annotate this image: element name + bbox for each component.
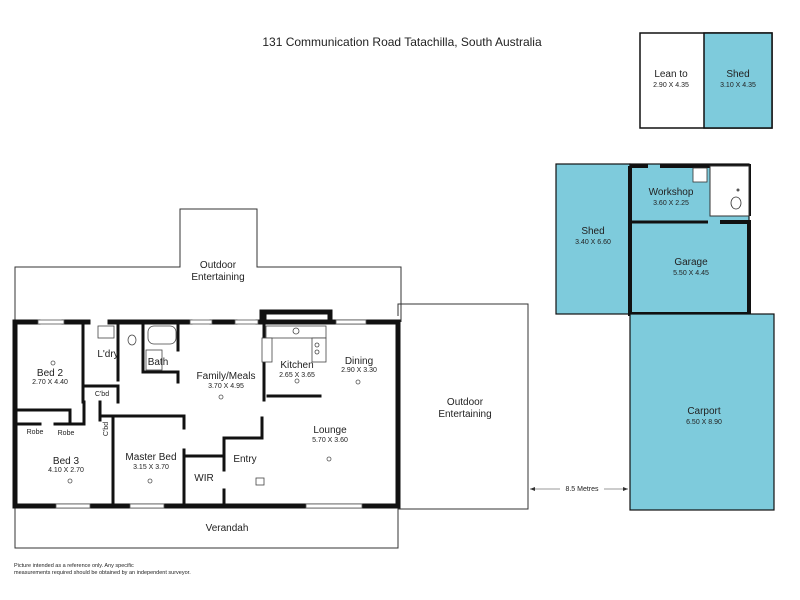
dining-label: Dining — [345, 356, 373, 367]
lounge-label: Lounge — [313, 425, 347, 436]
dining-dims: 2.90 X 3.30 — [341, 367, 377, 374]
garage-dims: 5.50 X 4.45 — [673, 270, 709, 277]
shed-small-dims: 3.10 X 4.35 — [720, 82, 756, 89]
outdoor-right-label: Outdoor — [447, 397, 484, 408]
bed3-label: Bed 3 — [53, 456, 80, 467]
family-label: Family/Meals — [197, 371, 256, 382]
bed2-label: Bed 2 — [37, 368, 64, 379]
light-points — [50, 360, 361, 484]
laundry-label: L'dry — [97, 349, 118, 360]
bath-label: Bath — [148, 357, 169, 368]
master-bed-dims: 3.15 X 3.70 — [133, 464, 169, 471]
distance-marker — [530, 484, 628, 494]
shed-big-fill — [555, 163, 631, 315]
kitchen-label: Kitchen — [280, 360, 313, 371]
property-title: 131 Communication Road Tatachilla, South… — [262, 35, 542, 49]
shed-big-dims: 3.40 X 6.60 — [575, 239, 611, 246]
carport-fill — [629, 313, 775, 511]
lounge-dims: 5.70 X 3.60 — [312, 437, 348, 444]
garage-label: Garage — [674, 257, 708, 268]
family-dims: 3.70 X 4.95 — [208, 383, 244, 390]
lean-to-dims: 2.90 X 4.35 — [653, 82, 689, 89]
carport-dims: 6.50 X 8.90 — [686, 419, 722, 426]
windows — [37, 319, 367, 509]
cbd1-label: C'bd — [95, 391, 109, 398]
master-bed-label: Master Bed — [125, 452, 176, 463]
entry-label: Entry — [233, 454, 256, 465]
distance-label: 8.5 Metres — [565, 486, 599, 493]
disclaimer-line-1: Picture intended as a reference only. An… — [14, 563, 134, 569]
outdoor-top-label-2: Entertaining — [191, 272, 244, 283]
workshop-label: Workshop — [649, 187, 694, 198]
cbd2-label: C'bd — [103, 422, 110, 436]
bed3-dims: 4.10 X 2.70 — [48, 467, 84, 474]
outbuildings — [555, 163, 775, 511]
bed2-dims: 2.70 X 4.40 — [32, 379, 68, 386]
shed-small-fill — [703, 32, 773, 129]
wir-label: WIR — [194, 473, 213, 484]
house-walls — [12, 309, 401, 509]
workshop-dims: 3.60 X 2.25 — [653, 200, 689, 207]
verandah-label: Verandah — [206, 523, 249, 534]
shed-big-label: Shed — [581, 226, 604, 237]
shed-small-label: Shed — [726, 69, 749, 80]
outdoor-top-label: Outdoor — [200, 260, 237, 271]
disclaimer-line-2: measurements required should be obtained… — [14, 570, 191, 576]
fixtures — [97, 325, 327, 486]
lean-to-label: Lean to — [654, 69, 688, 80]
robe1-label: Robe — [27, 429, 44, 436]
outdoor-right-label-2: Entertaining — [438, 409, 491, 420]
robe2-label: Robe — [58, 430, 75, 437]
lean-to-shed-block — [639, 32, 773, 129]
outdoor-outlines — [14, 208, 529, 549]
kitchen-dims: 2.65 X 3.65 — [279, 372, 315, 379]
carport-label: Carport — [687, 406, 721, 417]
